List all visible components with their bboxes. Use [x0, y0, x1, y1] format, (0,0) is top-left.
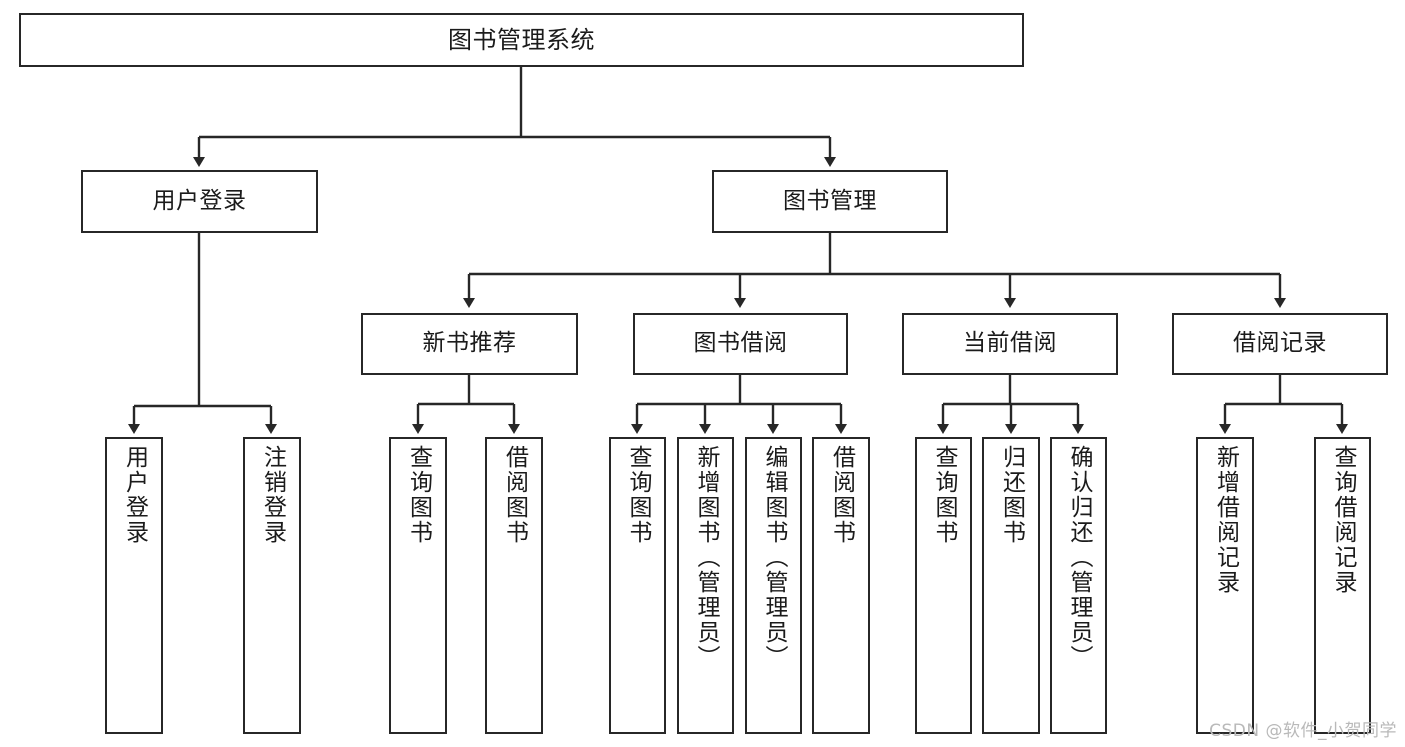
- leaf-user-login[interactable]: 用户登录: [105, 437, 163, 734]
- node-label: 确认归还（管理员）: [1066, 445, 1092, 670]
- node-label: 新增借阅记录: [1212, 445, 1239, 595]
- node-label: 当前借阅: [963, 330, 1057, 357]
- leaf-query-book-current[interactable]: 查询图书: [915, 437, 972, 734]
- leaf-query-book-borrow[interactable]: 查询图书: [609, 437, 666, 734]
- node-book-borrow[interactable]: 图书借阅: [633, 313, 848, 375]
- leaf-edit-book-admin[interactable]: 编辑图书（管理员）: [745, 437, 802, 734]
- leaf-borrow-book[interactable]: 借阅图书: [812, 437, 870, 734]
- leaf-query-borrow-record[interactable]: 查询借阅记录: [1314, 437, 1371, 734]
- node-label: 归还图书: [998, 445, 1025, 545]
- leaf-confirm-return-admin[interactable]: 确认归还（管理员）: [1050, 437, 1107, 734]
- leaf-add-borrow-record[interactable]: 新增借阅记录: [1196, 437, 1254, 734]
- node-label: 用户登录: [152, 187, 247, 214]
- node-label: 新增图书（管理员）: [693, 445, 719, 670]
- node-label: 借阅记录: [1233, 330, 1327, 357]
- node-label: 编辑图书（管理员）: [761, 445, 787, 670]
- leaf-query-book-recommend[interactable]: 查询图书: [389, 437, 447, 734]
- node-label: 用户登录: [121, 445, 148, 545]
- node-current-borrow[interactable]: 当前借阅: [902, 313, 1118, 375]
- node-book-management[interactable]: 图书管理: [712, 170, 948, 233]
- node-label: 注销登录: [259, 445, 286, 545]
- node-user-login[interactable]: 用户登录: [81, 170, 318, 233]
- leaf-return-book[interactable]: 归还图书: [982, 437, 1040, 734]
- node-label: 查询借阅记录: [1330, 445, 1356, 595]
- node-root-system[interactable]: 图书管理系统: [19, 13, 1024, 67]
- node-label: 查询图书: [931, 445, 957, 545]
- leaf-add-book-admin[interactable]: 新增图书（管理员）: [677, 437, 734, 734]
- leaf-borrow-book-recommend[interactable]: 借阅图书: [485, 437, 543, 734]
- node-label: 图书管理系统: [448, 25, 595, 54]
- node-label: 查询图书: [405, 445, 432, 545]
- node-label: 新书推荐: [422, 330, 517, 357]
- leaf-logout[interactable]: 注销登录: [243, 437, 301, 734]
- node-borrow-records[interactable]: 借阅记录: [1172, 313, 1388, 375]
- node-label: 查询图书: [625, 445, 651, 545]
- node-label: 图书管理: [783, 187, 877, 214]
- node-label: 借阅图书: [501, 445, 528, 545]
- node-label: 借阅图书: [828, 445, 855, 545]
- node-new-book-recommend[interactable]: 新书推荐: [361, 313, 578, 375]
- node-label: 图书借阅: [693, 330, 788, 357]
- watermark-text: CSDN @软件_小贺同学: [1209, 721, 1397, 741]
